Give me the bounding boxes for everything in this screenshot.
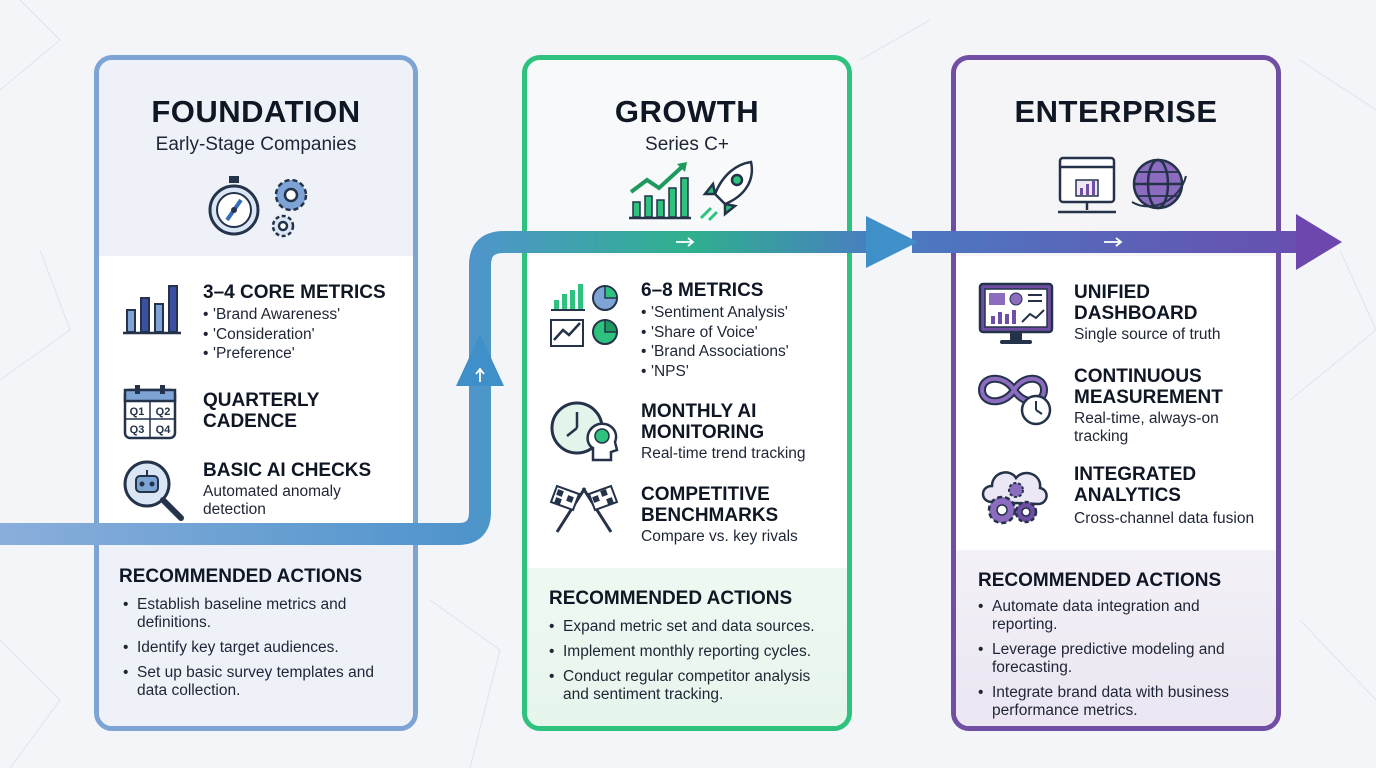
cloud-gears-icon — [981, 471, 1048, 525]
compass-icon — [208, 176, 260, 236]
feature-description: Real-time, always-on tracking — [1074, 410, 1219, 445]
quarter-label: Q2 — [156, 406, 171, 418]
action-item: Conduct regular competitor analysis and … — [549, 668, 831, 704]
metric-item: 'Consideration' — [203, 325, 340, 345]
action-item: Identify key target audiences. — [123, 639, 397, 657]
feature-description: Compare vs. key rivals — [641, 528, 798, 545]
quarter-label: Q4 — [156, 424, 172, 436]
robot-magnifier-icon — [123, 460, 184, 521]
metric-item: 'NPS' — [641, 362, 789, 382]
bar-chart-icon — [123, 285, 181, 335]
feature-quarterly-cadence: Q1 Q2 Q3 Q4 QUARTERLY CADENCE — [121, 384, 411, 444]
action-item: Expand metric set and data sources. — [549, 618, 831, 636]
globe-icon — [1131, 158, 1187, 210]
feature-competitive-benchmarks: COMPETITIVE BENCHMARKS Compare vs. key r… — [549, 482, 847, 552]
core-metrics-list: 'Brand Awareness' 'Consideration' 'Prefe… — [203, 305, 340, 364]
growth-header: GROWTH Series C+ — [527, 60, 847, 256]
feature-continuous-measurement: CONTINUOUS MEASUREMENT Real-time, always… — [978, 366, 1276, 446]
quarter-label: Q3 — [130, 424, 145, 436]
action-item: Integrate brand data with business perfo… — [978, 684, 1260, 720]
feature-description: Single source of truth — [1074, 326, 1221, 343]
gears-icon — [271, 178, 308, 238]
calendar-icon: Q1 Q2 Q3 Q4 — [123, 385, 177, 440]
actions-list: Expand metric set and data sources. Impl… — [549, 618, 831, 711]
action-item: Implement monthly reporting cycles. — [549, 643, 831, 661]
feature-description: Automated anomaly detection — [203, 483, 341, 518]
metric-item: 'Brand Associations' — [641, 342, 789, 362]
compass-gears-icons — [208, 176, 308, 238]
foundation-subtitle: Early-Stage Companies — [155, 134, 357, 155]
metric-item: 'Share of Voice' — [641, 323, 789, 343]
foundation-actions: RECOMMENDED ACTIONS Establish baseline m… — [99, 542, 413, 726]
browser-chart-icon — [1058, 156, 1116, 214]
feature-title: CONTINUOUS MEASUREMENT — [1074, 366, 1223, 408]
feature-description: Cross-channel data fusion — [1074, 510, 1255, 527]
feature-unified-dashboard: UNIFIED DASHBOARD Single source of truth — [978, 282, 1276, 352]
charts-pie-icon — [550, 284, 618, 347]
growth-rocket-icons — [629, 160, 754, 222]
feature-integrated-analytics: INTEGRATED ANALYTICS Cross-channel data … — [978, 462, 1276, 542]
metric-item: 'Sentiment Analysis' — [641, 303, 789, 323]
foundation-header: FOUNDATION Early-Stage Companies — [99, 60, 413, 256]
infinity-clock-icon — [978, 374, 1052, 426]
growth-card: GROWTH Series C+ — [522, 55, 852, 731]
actions-title: RECOMMENDED ACTIONS — [549, 588, 793, 609]
feature-monthly-ai-monitoring: MONTHLY AI MONITORING Real-time trend tr… — [549, 398, 847, 468]
feature-six-eight-metrics: 6–8 METRICS 'Sentiment Analysis' 'Share … — [549, 280, 847, 390]
action-item: Set up basic survey templates and data c… — [123, 664, 397, 700]
browser-globe-icons — [1058, 156, 1187, 214]
checkered-flags-icon — [549, 484, 619, 533]
actions-title: RECOMMENDED ACTIONS — [978, 570, 1222, 591]
feature-title: QUARTERLY CADENCE — [203, 390, 320, 432]
rocket-icon — [699, 160, 754, 222]
clock-brain-icon — [550, 401, 619, 462]
feature-title: MONTHLY AI MONITORING — [641, 401, 765, 443]
feature-title: INTEGRATED ANALYTICS — [1074, 464, 1197, 506]
enterprise-title: ENTERPRISE — [1014, 94, 1218, 129]
feature-title: COMPETITIVE BENCHMARKS — [641, 484, 779, 526]
feature-title: UNIFIED DASHBOARD — [1074, 282, 1198, 324]
action-item: Leverage predictive modeling and forecas… — [978, 641, 1260, 677]
monitor-dashboard-icon — [978, 282, 1054, 344]
feature-core-metrics: 3–4 CORE METRICS 'Brand Awareness' 'Cons… — [121, 282, 411, 372]
growth-subtitle: Series C+ — [645, 134, 729, 155]
foundation-title: FOUNDATION — [151, 94, 361, 129]
enterprise-header: ENTERPRISE — [956, 60, 1276, 256]
actions-title: RECOMMENDED ACTIONS — [119, 566, 363, 587]
feature-title: BASIC AI CHECKS — [203, 460, 372, 481]
quarter-label: Q1 — [130, 406, 145, 418]
feature-title: 6–8 METRICS — [641, 280, 764, 301]
action-item: Establish baseline metrics and definitio… — [123, 596, 397, 632]
action-item: Automate data integration and reporting. — [978, 598, 1260, 634]
feature-description: Real-time trend tracking — [641, 445, 806, 462]
feature-title: 3–4 CORE METRICS — [203, 282, 386, 303]
enterprise-card: ENTERPRISE — [951, 55, 1281, 731]
actions-list: Automate data integration and reporting.… — [978, 598, 1260, 726]
foundation-card: FOUNDATION Early-Stage Companies — [94, 55, 418, 731]
feature-basic-ai-checks: BASIC AI CHECKS Automated anomaly detect… — [121, 458, 411, 528]
growth-title: GROWTH — [614, 94, 760, 129]
enterprise-actions: RECOMMENDED ACTIONS Automate data integr… — [956, 550, 1276, 726]
growth-metrics-list: 'Sentiment Analysis' 'Share of Voice' 'B… — [641, 303, 789, 381]
actions-list: Establish baseline metrics and definitio… — [123, 596, 397, 707]
metric-item: 'Preference' — [203, 344, 340, 364]
growth-chart-icon — [629, 162, 691, 220]
metric-item: 'Brand Awareness' — [203, 305, 340, 325]
growth-actions: RECOMMENDED ACTIONS Expand metric set an… — [527, 568, 847, 726]
